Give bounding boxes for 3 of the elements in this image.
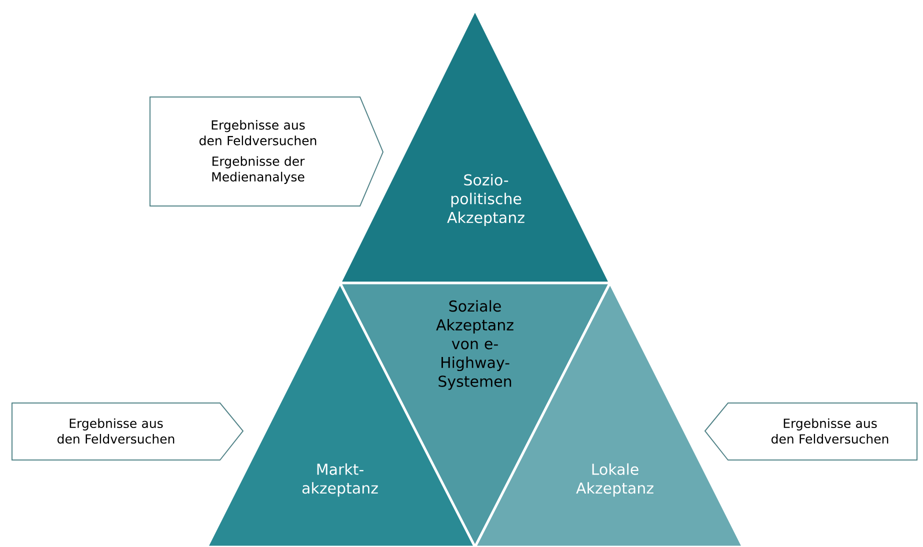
callout-box: Ergebnisse aus den Feldversuchen: [12, 402, 244, 460]
callout-box: Ergebnisse aus den Feldversuchen Ergebnisse der Medienanalyse: [150, 96, 384, 206]
triangle: Sozio- politische Akzeptanz: [338, 8, 612, 284]
